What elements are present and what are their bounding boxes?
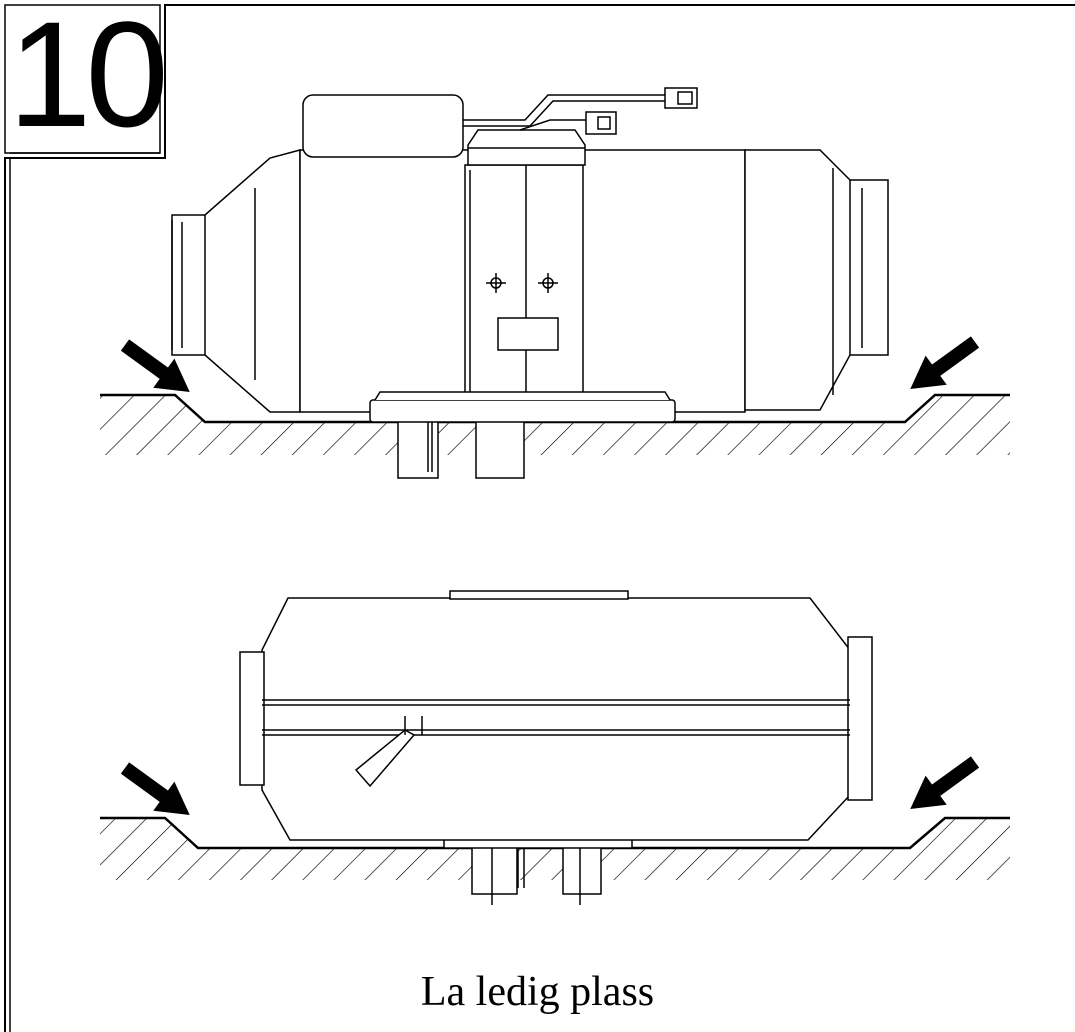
figure-caption: La ledig plass: [420, 969, 655, 1015]
heater-side-view: [100, 87, 1010, 479]
screw-icons: [486, 273, 558, 293]
arrow-left-icon: [899, 747, 986, 824]
heater-top-view: [100, 590, 1010, 905]
step-number: 10: [8, 0, 169, 158]
arrow-left-icon: [899, 327, 986, 404]
page-frame: [4, 4, 1075, 1032]
cable-connectors: [463, 87, 698, 135]
